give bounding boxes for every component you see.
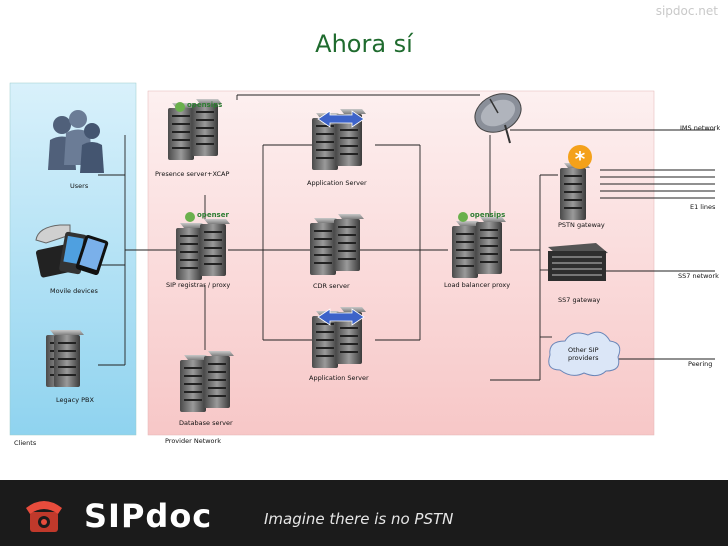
slide-title: Ahora sí (315, 30, 413, 58)
provider-zone-label: Provider Network (165, 437, 221, 445)
peering-label: Peering (688, 360, 713, 368)
ims-network-label: IMS network (680, 124, 721, 132)
cdr-server-icon (310, 214, 364, 275)
app-server-arrow-icon (317, 110, 365, 326)
svg-text:*: * (575, 147, 586, 171)
opensips-logo-label: opensips (187, 101, 223, 109)
cdr-server-label: CDR server (313, 282, 350, 290)
brand-name: SIPdoc (84, 497, 213, 535)
satellite-dish-icon (474, 93, 522, 144)
ss7-network-label: SS7 network (678, 272, 719, 280)
presence-server-label: Presence server+XCAP (155, 170, 230, 178)
load-balancer-label: Load balancer proxy (444, 281, 511, 289)
mobile-devices-icon (35, 224, 109, 278)
connections (98, 94, 715, 381)
network-diagram: * opensips openser opensips Users Movile… (0, 75, 728, 475)
openser-logo-label: openser (197, 211, 229, 219)
users-label: Users (70, 182, 89, 190)
clients-zone-label: Clients (14, 439, 37, 447)
database-server-icon (180, 351, 234, 412)
cloud-icon (548, 331, 621, 377)
e1-lines-label: E1 lines (690, 203, 716, 211)
sip-registrar-label: SIP registrar / proxy (166, 281, 231, 289)
load-balancer-icon (452, 217, 506, 278)
users-icon (48, 110, 104, 173)
ss7-gateway-label: SS7 gateway (558, 296, 601, 304)
tagline: Imagine there is no PSTN (264, 510, 454, 528)
sip-registrar-icon (176, 219, 230, 280)
asterisk-logo-icon: * (568, 145, 592, 171)
legacy-pbx-label: Legacy PBX (56, 396, 94, 404)
application-server-top-label: Application Server (307, 179, 367, 187)
database-server-label: Database server (179, 419, 233, 427)
application-server-bottom-label: Application Server (309, 374, 369, 382)
pstn-gateway-label: PSTN gateway (558, 221, 605, 229)
ss7-gateway-icon (548, 243, 608, 281)
pstn-gateway-icon (560, 163, 590, 220)
phone-logo-icon (26, 501, 62, 532)
footer-bar: SIPdoc Imagine there is no PSTN (0, 480, 728, 546)
legacy-pbx-icon (46, 330, 84, 387)
mobile-devices-label: Movile devices (50, 287, 98, 295)
diagram-canvas: * (9, 82, 715, 436)
opensips-logo-icon (175, 102, 468, 222)
opensips-logo-label: opensips (470, 211, 506, 219)
watermark: sipdoc.net (655, 4, 718, 18)
other-sip-providers-label: Other SIP providers (568, 346, 599, 362)
